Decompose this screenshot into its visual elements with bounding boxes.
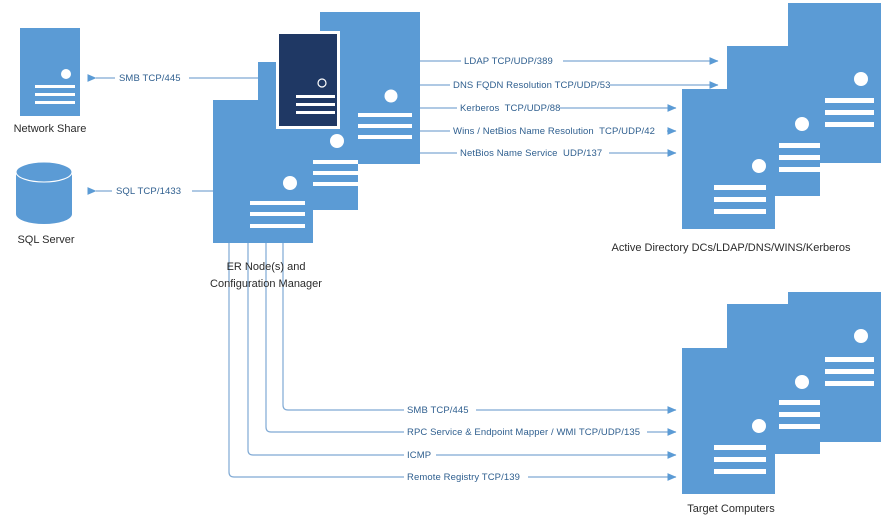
label-remote-registry-139: Remote Registry TCP/139: [407, 472, 520, 483]
server-vent-line: [35, 101, 75, 104]
label-backdrop: [404, 447, 436, 460]
node-caption-er-node-line1: ER Node(s) and: [227, 261, 306, 273]
connector-group-target-computers: [228, 243, 677, 481]
node-active-directory-cluster[interactable]: Active Directory DCs/LDAP/DNS/WINS/Kerbe…: [612, 3, 881, 254]
connector-labels-active-directory: LDAP TCP/UDP/389 DNS FQDN Resolution TCP…: [450, 53, 667, 159]
label-backdrop: [457, 145, 609, 158]
server-vent-line: [313, 182, 358, 186]
server-vent-line: [714, 185, 766, 190]
server-vent-line: [296, 103, 335, 106]
server-vent-line: [779, 155, 820, 160]
server-status-led-icon: [317, 78, 327, 88]
label-backdrop: [115, 70, 189, 83]
node-target-computers-cluster[interactable]: Target Computers: [682, 292, 881, 515]
node-caption-sql-server: SQL Server: [17, 234, 74, 246]
server-vent-line: [250, 201, 305, 205]
server-vent-line: [35, 93, 75, 96]
server-status-led-icon: [283, 176, 297, 190]
label-netbios-137: NetBios Name Service UDP/137: [460, 148, 602, 159]
node-sql-server[interactable]: SQL Server: [15, 161, 75, 246]
label-wins-netbios-42: Wins / NetBios Name Resolution TCP/UDP/4…: [453, 126, 655, 137]
server-vent-line: [357, 113, 412, 117]
label-ldap-389: LDAP TCP/UDP/389: [464, 56, 553, 67]
server-vent-line: [779, 400, 820, 405]
server-status-led-icon: [854, 72, 868, 86]
label-sql-1433: SQL TCP/1433: [116, 186, 181, 197]
server-status-led-icon: [795, 117, 809, 131]
server-vent-line: [825, 381, 874, 386]
server-vent-line: [296, 111, 335, 114]
server-vent-line: [296, 95, 335, 98]
server-vent-line: [825, 98, 874, 103]
server-vent-line: [250, 224, 305, 228]
server-vent-line: [714, 209, 766, 214]
label-rpc-wmi-135: RPC Service & Endpoint Mapper / WMI TCP/…: [407, 427, 640, 438]
label-dns-fqdn-53: DNS FQDN Resolution TCP/UDP/53: [453, 80, 611, 91]
server-status-led-icon: [752, 419, 766, 433]
server-vent-line: [779, 412, 820, 417]
label-kerberos-88: Kerberos TCP/UDP/88: [460, 103, 561, 114]
server-vent-line: [313, 171, 358, 175]
node-caption-target-computers: Target Computers: [687, 503, 775, 515]
connector-icmp: [247, 243, 677, 459]
node-caption-network-share: Network Share: [14, 123, 87, 135]
label-backdrop: [450, 77, 610, 90]
server-icon-front: [682, 89, 775, 229]
server-status-led-icon: [330, 134, 344, 148]
connector-remote-registry-139: [228, 243, 677, 481]
server-vent-line: [825, 369, 874, 374]
label-backdrop: [112, 183, 192, 196]
connector-labels-target-computers: SMB TCP/445 RPC Service & Endpoint Mappe…: [404, 402, 647, 483]
label-backdrop: [450, 123, 667, 136]
database-cylinder-body: [16, 172, 72, 224]
server-vent-line: [357, 135, 412, 139]
database-cylinder-rim-icon: [15, 161, 73, 183]
server-vent-line: [779, 424, 820, 429]
server-vent-line: [714, 457, 766, 462]
connector-smb-445-target: [282, 243, 677, 414]
server-vent-line: [250, 212, 305, 216]
server-vent-line: [714, 469, 766, 474]
server-vent-line: [313, 160, 358, 164]
label-backdrop: [457, 100, 560, 113]
server-vent-line: [779, 167, 820, 172]
label-backdrop: [404, 424, 647, 437]
server-status-led-icon: [384, 89, 398, 103]
server-status-led-icon: [752, 159, 766, 173]
server-vent-line: [35, 85, 75, 88]
label-icmp: ICMP: [407, 450, 431, 461]
server-vent-line: [714, 197, 766, 202]
server-vent-line: [714, 445, 766, 450]
server-vent-line: [825, 122, 874, 127]
server-vent-line: [357, 124, 412, 128]
label-smb-445-share: SMB TCP/445: [119, 73, 181, 84]
server-vent-line: [825, 110, 874, 115]
server-vent-line: [825, 357, 874, 362]
label-backdrop: [404, 469, 528, 482]
node-network-share[interactable]: Network Share: [14, 28, 87, 135]
node-caption-active-directory: Active Directory DCs/LDAP/DNS/WINS/Kerbe…: [612, 242, 851, 254]
server-status-led-icon: [795, 375, 809, 389]
server-status-led-icon: [61, 69, 71, 79]
node-caption-er-node-line2: Configuration Manager: [210, 278, 322, 290]
connector-labels-left: SMB TCP/445 SQL TCP/1433: [112, 70, 192, 197]
server-icon-configuration-manager: [279, 34, 337, 126]
label-backdrop: [404, 402, 476, 415]
label-smb-445-target: SMB TCP/445: [407, 405, 469, 416]
server-vent-line: [779, 143, 820, 148]
server-status-led-icon: [854, 329, 868, 343]
node-er-node-cluster[interactable]: ER Node(s) and Configuration Manager: [210, 12, 420, 290]
database-cylinder-top: [16, 162, 72, 182]
label-backdrop: [461, 53, 563, 66]
connector-rpc-wmi-135: [265, 243, 677, 436]
